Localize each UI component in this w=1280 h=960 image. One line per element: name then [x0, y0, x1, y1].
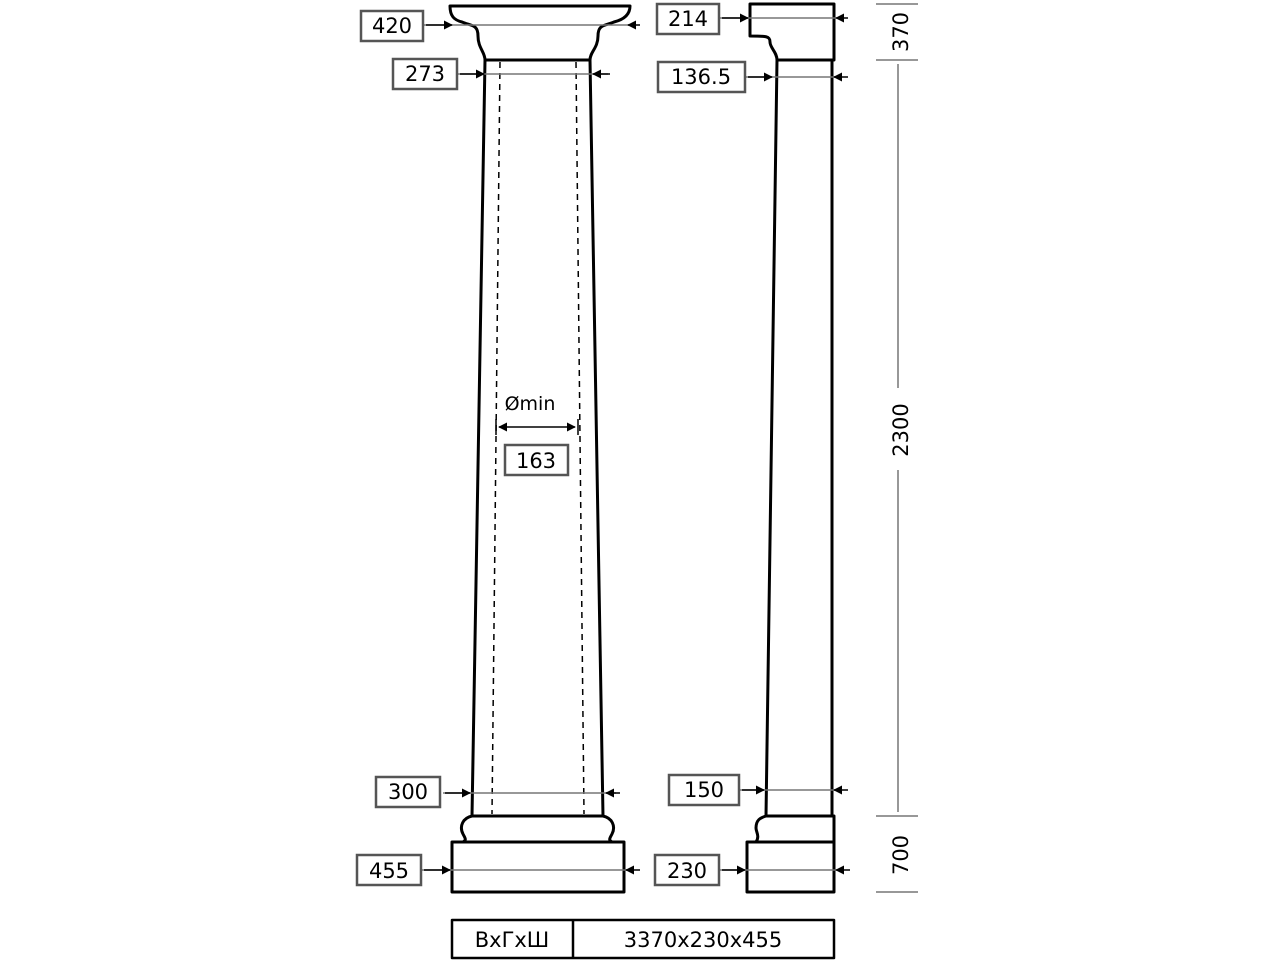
front-view	[448, 4, 632, 894]
side-plinth	[745, 840, 836, 894]
front-plinth	[450, 840, 626, 894]
spec-table: ВхГхШ 3370х230х455	[450, 918, 836, 960]
base-height-value: 700	[889, 835, 913, 875]
bottom-shaft-width-value: 300	[388, 780, 428, 804]
side-view	[745, 2, 836, 894]
side-shaft	[764, 58, 834, 818]
side-capital	[748, 2, 836, 62]
spec-table-value: 3370х230х455	[624, 928, 782, 952]
capital-height-value: 370	[889, 12, 913, 52]
shaft-height-value: 2300	[889, 403, 913, 456]
base-depth-value: 230	[667, 859, 707, 883]
bore-right-line	[575, 61, 585, 815]
capital-width-value: 420	[372, 14, 412, 38]
side-base-moulding	[754, 814, 836, 844]
top-shaft-depth-value: 136.5	[671, 65, 731, 89]
min-diameter-label: Ømin	[505, 393, 556, 415]
side-dimensions: 214 136.5 150 230	[653, 2, 850, 887]
base-width-value: 455	[369, 859, 409, 883]
bottom-shaft-depth-value: 150	[684, 778, 724, 802]
min-diameter-value: 163	[516, 449, 556, 473]
top-shaft-width-value: 273	[405, 62, 445, 86]
height-dimensions: 370 2300 700	[876, 3, 918, 893]
capital-depth-value: 214	[668, 7, 708, 31]
bore-left-line	[491, 61, 501, 815]
spec-table-label: ВхГхШ	[475, 928, 550, 952]
front-base-moulding	[459, 814, 616, 844]
front-dimensions: 420 273 Ømin 163 300 455	[355, 9, 640, 887]
front-capital	[448, 4, 632, 62]
